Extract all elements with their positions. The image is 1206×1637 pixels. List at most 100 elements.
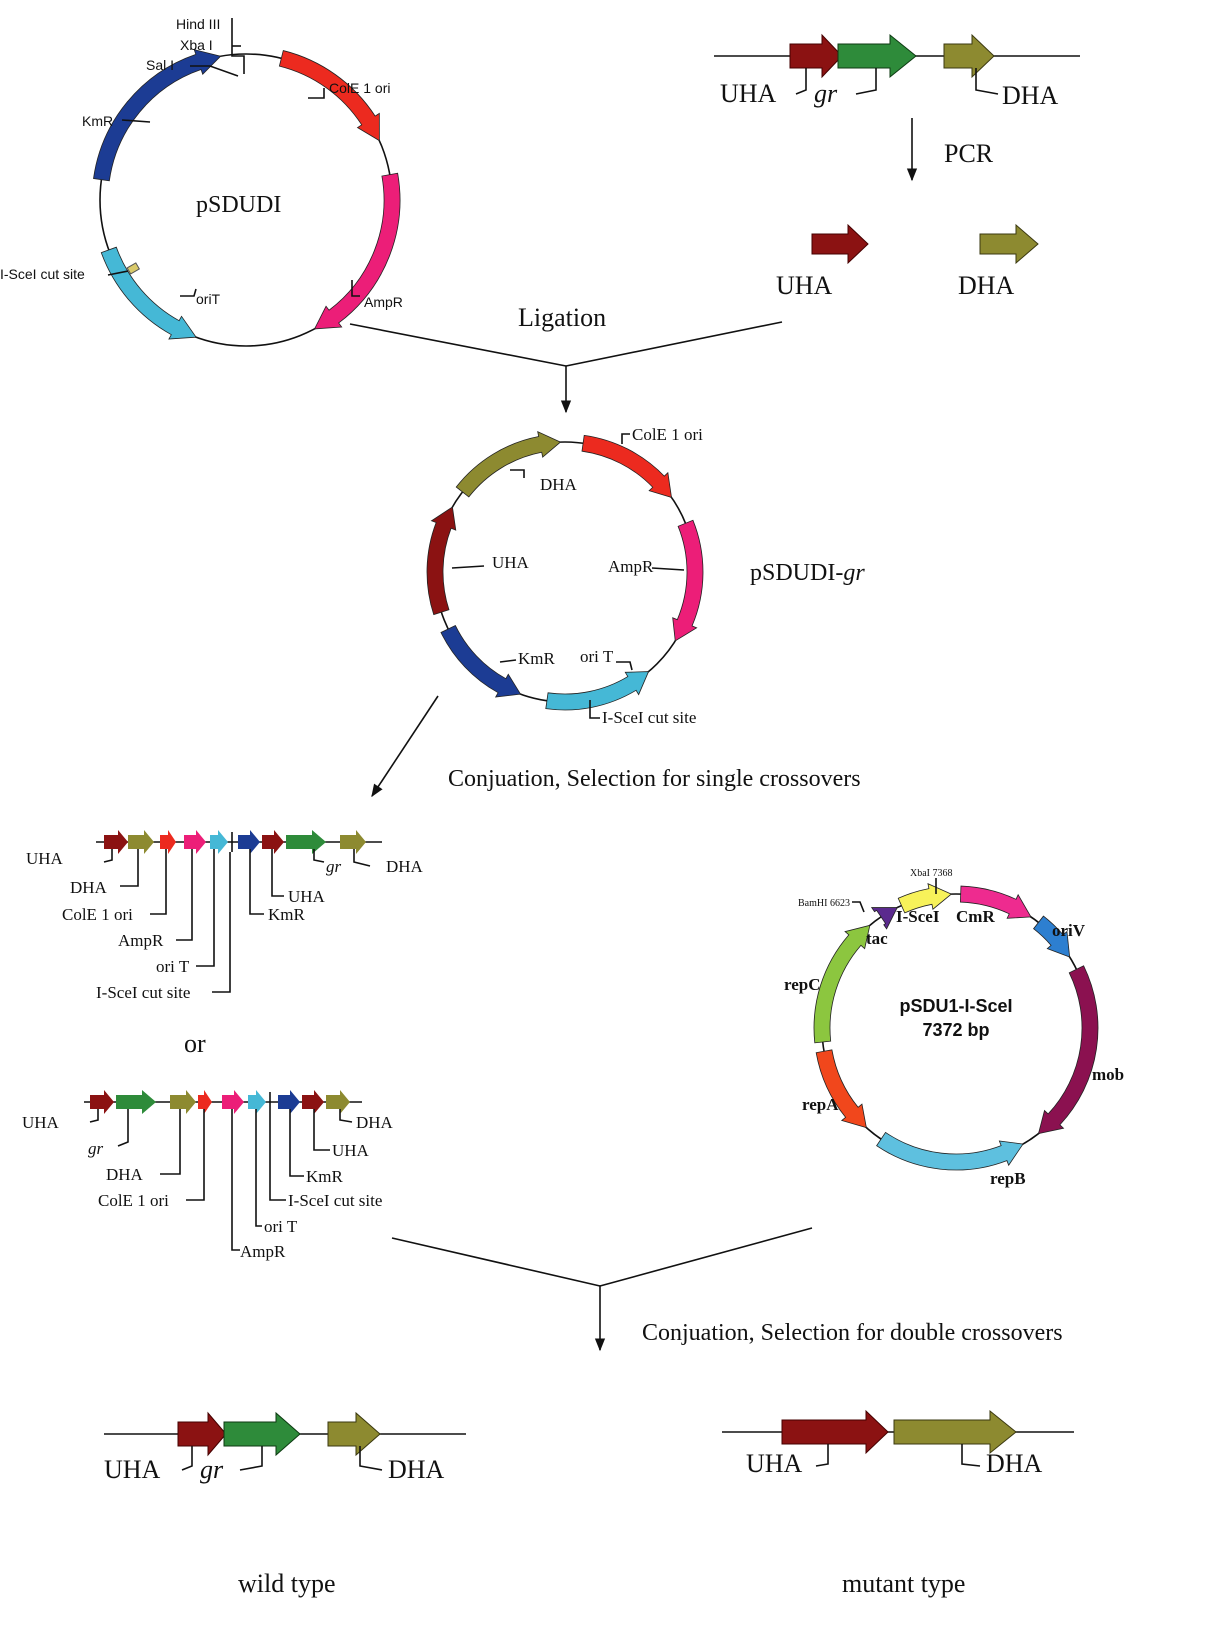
sal-i-label: Sal I — [146, 57, 174, 73]
repa-label: repA — [802, 1095, 839, 1114]
uha-label-top: UHA — [720, 79, 777, 108]
crossover-option-2: UHA gr DHA ColE 1 ori AmpR ori T I-SceI … — [22, 1090, 394, 1261]
c2-cole1-arrow — [198, 1090, 212, 1114]
cole1-ori-label-2: ColE 1 ori — [632, 425, 703, 444]
single-crossover-label: Conjuation, Selection for single crossov… — [448, 766, 861, 792]
tac-arrow — [870, 907, 898, 930]
c1-cole1-arrow — [160, 830, 176, 854]
plasmid-psdu1-size: 7372 bp — [922, 1020, 989, 1040]
plasmid-psdu1-name: pSDU1-I-SceI — [899, 996, 1012, 1016]
xba-7368-label: XbaI 7368 — [910, 868, 953, 879]
ampr-label-2: AmpR — [608, 557, 654, 576]
ligation-line-left — [349, 323, 567, 367]
orit-arrow-2 — [545, 671, 650, 711]
oriv-label: oriV — [1052, 921, 1086, 940]
c1-dha-arrow — [128, 830, 154, 854]
scei-cut-site-label-2: I-SceI cut site — [602, 708, 696, 727]
c2-gr-label: gr — [88, 1139, 104, 1158]
c1-dha2-arrow — [340, 830, 366, 854]
repb-arrow — [876, 1131, 1024, 1171]
mt-uha-label: UHA — [746, 1449, 803, 1478]
kmr-label-2: KmR — [518, 649, 556, 668]
wt-uha-label: UHA — [104, 1455, 161, 1484]
c1-uha-arrow — [104, 830, 128, 854]
uha-arrow-2 — [426, 506, 457, 616]
mob-label: mob — [1092, 1065, 1124, 1084]
c2-uha2-label: UHA — [332, 1141, 370, 1160]
pcr-label: PCR — [944, 139, 994, 168]
ampr-arrow — [313, 172, 401, 330]
scei-cut-site-label: I-SceI cut site — [0, 266, 85, 282]
c1-orit-label: ori T — [156, 957, 190, 976]
dha-pcr-arrow — [979, 223, 1039, 265]
repc-label: repC — [784, 975, 821, 994]
c2-dha2-label: DHA — [356, 1113, 394, 1132]
double-crossover-label: Conjuation, Selection for double crossov… — [642, 1320, 1063, 1346]
orit-label-2: ori T — [580, 647, 614, 666]
gr-label-top: gr — [814, 79, 838, 108]
uha-label-2: UHA — [492, 553, 530, 572]
c2-uha2-arrow — [302, 1090, 324, 1114]
hind-iii-label: Hind III — [176, 16, 220, 32]
cmr-arrow — [959, 885, 1032, 919]
isce1-arrow — [897, 883, 953, 914]
c1-gr-label: gr — [326, 857, 342, 876]
c2-gr-arrow — [116, 1090, 156, 1114]
c2-kmr-label: KmR — [306, 1167, 344, 1186]
wild-type-caption: wild type — [238, 1569, 336, 1598]
crossover-option-1: UHA DHA ColE 1 ori AmpR ori T I-SceI cut… — [26, 830, 424, 1002]
c2-orit-arrow — [248, 1090, 266, 1114]
wild-type-locus: UHA gr DHA wild type — [104, 1411, 466, 1598]
c1-ampr-label: AmpR — [118, 931, 164, 950]
single-crossover-arrow — [371, 695, 439, 798]
c1-kmr-label: KmR — [268, 905, 306, 924]
dha-gene-arrow — [943, 33, 995, 79]
double-line-left — [391, 1237, 601, 1287]
c1-gr-arrow — [286, 830, 326, 854]
cmr-label: CmR — [956, 907, 995, 926]
wt-uha-arrow — [177, 1411, 227, 1457]
uha-pcr-label: UHA — [776, 271, 833, 300]
dha-pcr-label: DHA — [958, 271, 1015, 300]
mutant-type-caption: mutant type — [842, 1569, 965, 1598]
plasmid-psdudi-gr-name: pSDUDI-gr — [750, 560, 865, 586]
cole1-ori-arrow — [278, 50, 380, 142]
xba-i-label: Xba I — [180, 37, 213, 53]
plasmid-psdudi-name: pSDUDI — [196, 192, 281, 218]
c2-scei-label: I-SceI cut site — [288, 1191, 382, 1210]
uha-pcr-arrow — [811, 223, 869, 265]
c1-cole1-label: ColE 1 ori — [62, 905, 133, 924]
uha-gene-arrow — [789, 33, 843, 79]
c1-uha2-label: UHA — [288, 887, 326, 906]
repc-arrow — [813, 924, 871, 1044]
c1-kmr-arrow — [238, 830, 260, 854]
c1-orit-arrow — [210, 830, 228, 854]
c2-uha-arrow — [90, 1090, 114, 1114]
plasmid-psdudi-gr: ColE 1 ori DHA UHA AmpR KmR ori T I-SceI… — [426, 425, 865, 727]
cole1-ori-arrow-2 — [581, 434, 672, 498]
c2-dha2-arrow — [326, 1090, 350, 1114]
orit-label: oriT — [196, 291, 221, 307]
gr-gene-arrow — [837, 33, 917, 79]
c2-ampr-label: AmpR — [240, 1242, 286, 1261]
c1-uha-label: UHA — [26, 849, 64, 868]
c2-cole1-label: ColE 1 ori — [98, 1191, 169, 1210]
ligation-label: Ligation — [518, 303, 606, 332]
c2-dha-label: DHA — [106, 1165, 144, 1184]
mt-uha-arrow — [781, 1409, 889, 1455]
wt-dha-arrow — [327, 1411, 381, 1457]
cole1-ori-label: ColE 1 ori — [329, 80, 390, 96]
c1-uha2-arrow — [262, 830, 284, 854]
bamhi-6623-label: BamHI 6623 — [798, 898, 850, 909]
or-label: or — [184, 1029, 206, 1058]
double-line-right — [599, 1227, 813, 1287]
repb-label: repB — [990, 1169, 1026, 1188]
mutant-type-locus: UHA DHA mutant type — [722, 1409, 1074, 1598]
repa-arrow — [815, 1049, 867, 1129]
mt-dha-label: DHA — [986, 1449, 1043, 1478]
c1-dha-label: DHA — [70, 878, 108, 897]
ampr-arrow-2 — [672, 519, 704, 642]
ampr-label: AmpR — [364, 294, 403, 310]
oriv-arrow — [1033, 915, 1071, 958]
